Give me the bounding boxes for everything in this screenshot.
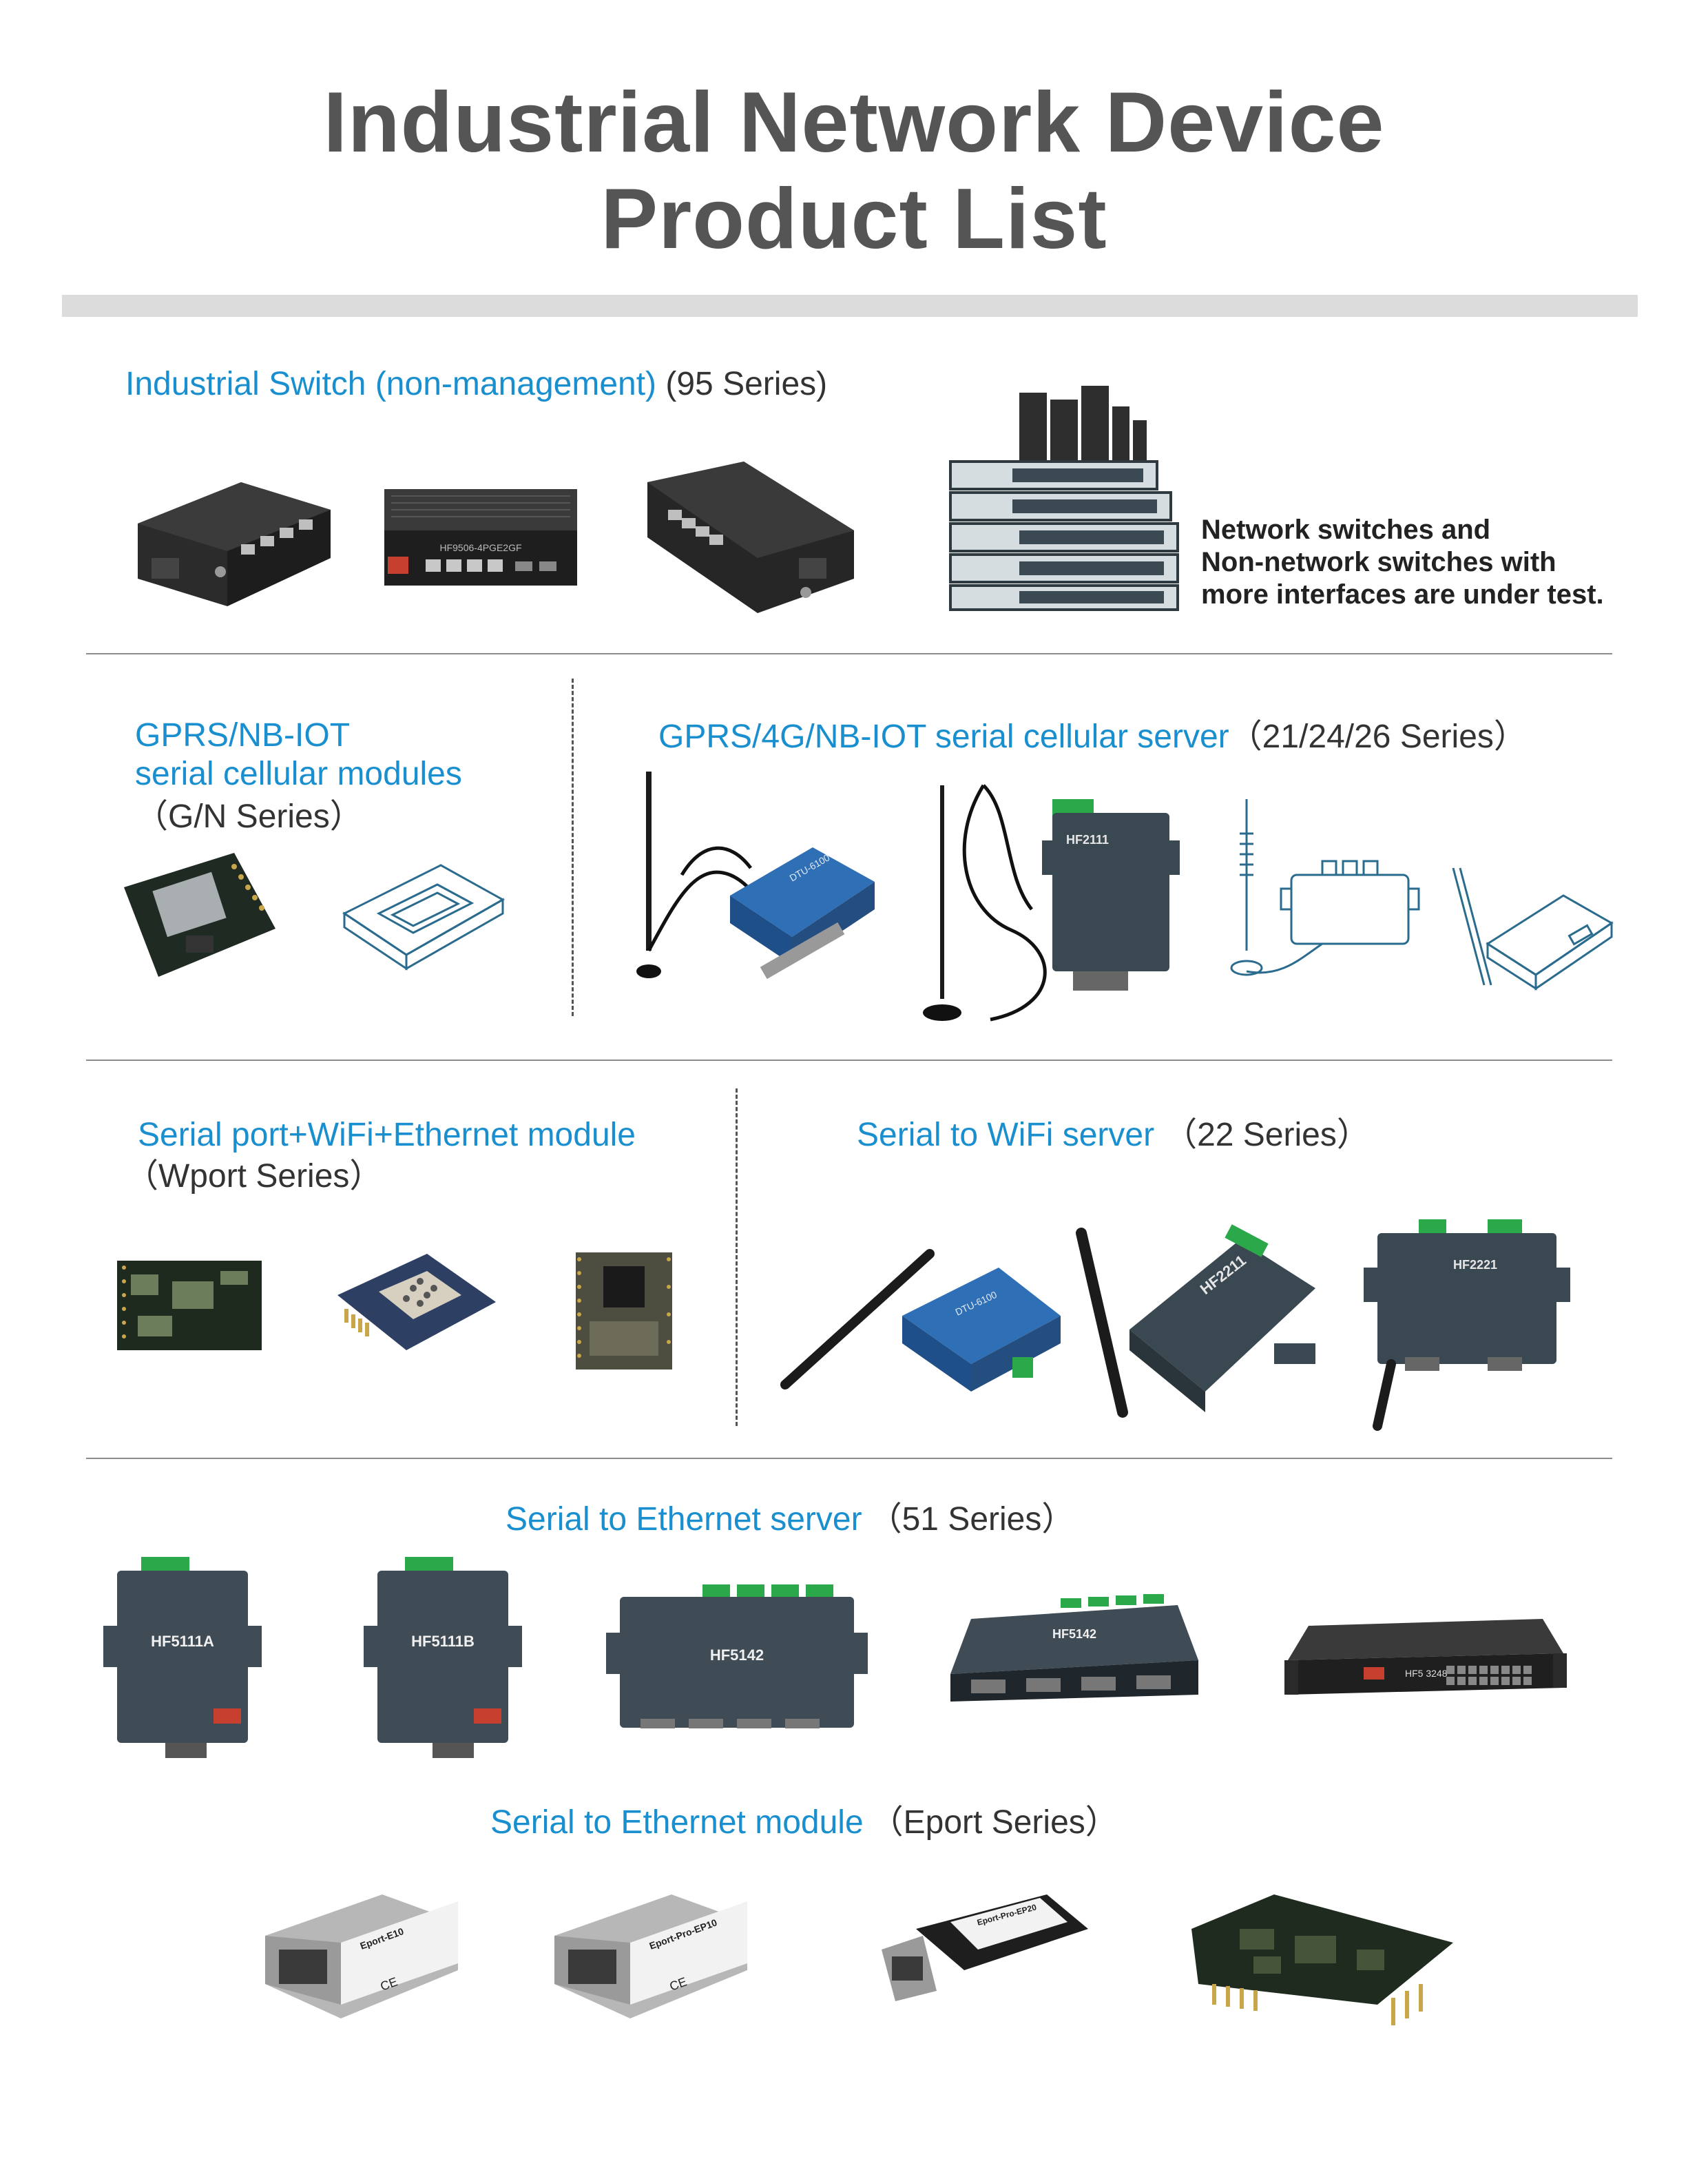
eport-image-3: Eport-Pro-EP20 bbox=[882, 1894, 1088, 2001]
eport-image-4 bbox=[1191, 1894, 1453, 2025]
page-title-line1: Industrial Network Device bbox=[323, 75, 1385, 170]
section-divider-1 bbox=[86, 653, 1612, 654]
switch-series-text: (95 Series) bbox=[656, 366, 828, 402]
eth-server-image-hf5142-angled: HF5142 bbox=[950, 1594, 1198, 1702]
cellular-server-heading-text: GPRS/4G/NB-IOT serial cellular server bbox=[658, 719, 1229, 755]
eport-image-1: Eport-E10 CE bbox=[265, 1894, 458, 2018]
switch-note: Network switches and Non-network switche… bbox=[1201, 514, 1604, 611]
switch-product-image-1 bbox=[138, 482, 331, 606]
gprs-module-heading-line1: GPRS/NB-IOT bbox=[135, 717, 351, 754]
cellular-server-heading: GPRS/4G/NB-IOT serial cellular server（21… bbox=[658, 718, 1527, 756]
wifi-server-heading-text: Serial to WiFi server bbox=[857, 1117, 1155, 1153]
section-divider-3 bbox=[86, 1458, 1612, 1459]
switch-product-image-2: HF9506-4PGE2GF bbox=[384, 489, 577, 586]
eth-model-label-2: HF5111B bbox=[411, 1633, 475, 1650]
eth-model-label-3: HF5142 bbox=[710, 1646, 764, 1664]
wifi-server-image-2: HF2211 bbox=[1076, 1224, 1315, 1418]
eport-image-2: Eport-Pro-EP10 CE bbox=[554, 1894, 747, 2018]
wport-module-image-3 bbox=[576, 1252, 672, 1370]
gprs-module-heading-line2: serial cellular modules bbox=[135, 756, 462, 792]
gprs-module-image-1 bbox=[124, 853, 275, 977]
wifi-server-series-text: （22 Series） bbox=[1164, 1117, 1370, 1153]
switch-note-line1: Network switches and bbox=[1201, 515, 1491, 545]
wifi-server-heading: Serial to WiFi server（22 Series） bbox=[857, 1116, 1370, 1155]
eth-model-label-4: HF5142 bbox=[1052, 1627, 1096, 1641]
eth-server-series-text: （51 Series） bbox=[868, 1501, 1075, 1538]
eth-server-image-hf5111a: HF5111A bbox=[103, 1557, 262, 1758]
page-title-line2: Product List bbox=[601, 172, 1107, 267]
switch-model-label: HF9506-4PGE2GF bbox=[439, 542, 521, 553]
eth-server-image-rack: HF5 3248 bbox=[1284, 1619, 1567, 1695]
wport-module-image-1 bbox=[117, 1261, 262, 1350]
switch-stack-image bbox=[949, 386, 1179, 611]
cellular-outline-image-2 bbox=[1452, 867, 1614, 991]
eth-model-label-5: HF5 3248 bbox=[1405, 1668, 1448, 1679]
title-divider-bar bbox=[62, 295, 1638, 317]
wport-module-image-2 bbox=[337, 1254, 496, 1350]
cellular-server-image-1: DTU-6100 bbox=[636, 772, 875, 980]
eth-server-heading: Serial to Ethernet server（51 Series） bbox=[506, 1500, 1074, 1539]
cellular-model-label-2: HF2111 bbox=[1066, 833, 1109, 847]
wifi-model-label-2: HF2221 bbox=[1453, 1258, 1497, 1272]
eport-series-text: （Eport Series） bbox=[870, 1804, 1118, 1841]
section-divider-2 bbox=[86, 1060, 1612, 1061]
switch-note-line3: more interfaces are under test. bbox=[1201, 579, 1604, 610]
gprs-module-series: （G/N Series） bbox=[135, 798, 363, 835]
eth-model-label-1: HF5111A bbox=[151, 1633, 214, 1650]
wport-heading: Serial port+WiFi+Ethernet module （Wport … bbox=[125, 1116, 636, 1196]
cellular-outline-image-1 bbox=[1230, 799, 1420, 976]
cellular-server-series-text: （21/24/26 Series） bbox=[1229, 719, 1527, 755]
eth-server-heading-text: Serial to Ethernet server bbox=[506, 1501, 862, 1538]
switch-note-line2: Non-network switches with bbox=[1201, 547, 1556, 577]
wport-series-text: （Wport Series） bbox=[125, 1158, 383, 1195]
switch-product-image-3 bbox=[647, 462, 854, 613]
gprs-module-heading: GPRS/NB-IOT serial cellular modules （G/N… bbox=[135, 716, 462, 836]
eport-heading: Serial to Ethernet module（Eport Series） bbox=[490, 1804, 1118, 1842]
section3-vertical-divider bbox=[736, 1088, 738, 1426]
wport-heading-text: Serial port+WiFi+Ethernet module bbox=[138, 1117, 636, 1153]
eport-heading-text: Serial to Ethernet module bbox=[490, 1804, 864, 1841]
eth-server-image-hf5142: HF5142 bbox=[606, 1584, 868, 1728]
section2-vertical-divider bbox=[572, 679, 574, 1016]
wifi-server-image-3: HF2221 bbox=[1364, 1219, 1570, 1431]
switch-heading: Industrial Switch (non-management) (95 S… bbox=[125, 365, 827, 404]
wifi-server-image-1: DTU-6100 bbox=[780, 1249, 1061, 1392]
eth-server-image-hf5111b: HF5111B bbox=[364, 1557, 522, 1758]
switch-heading-text: Industrial Switch (non-management) bbox=[125, 366, 657, 402]
gprs-module-outline-image bbox=[342, 864, 506, 971]
cellular-server-image-2: HF2111 bbox=[923, 784, 1180, 1022]
